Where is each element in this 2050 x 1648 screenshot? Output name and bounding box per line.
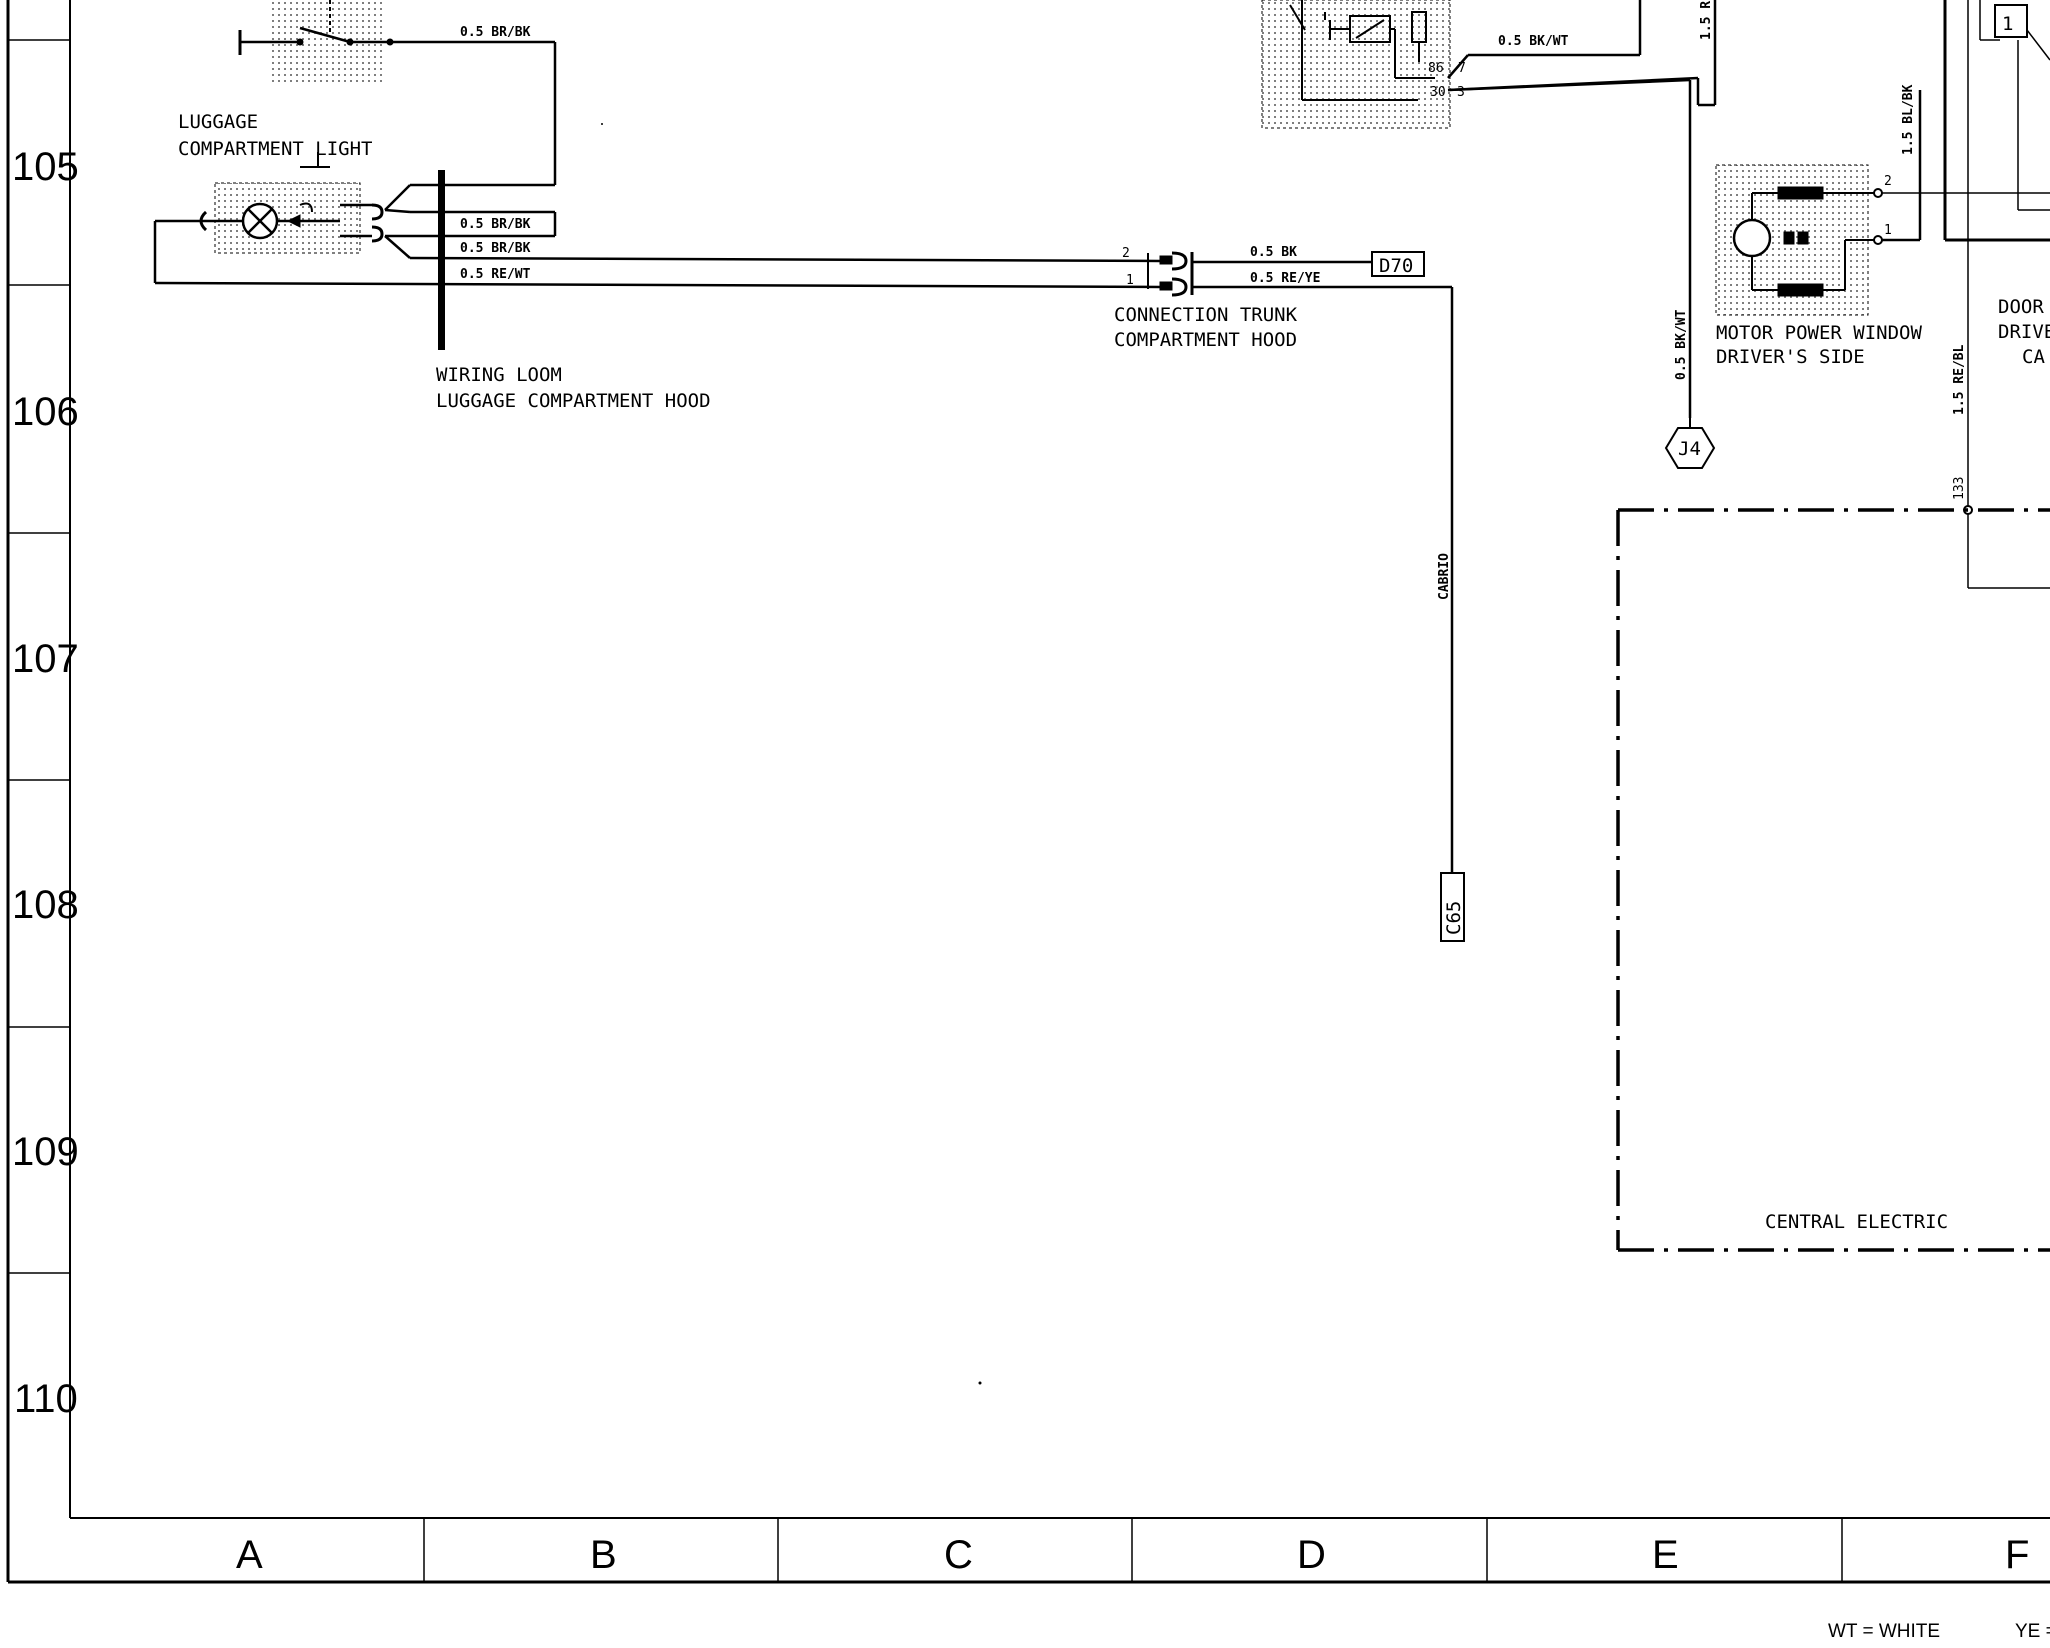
legend-entry: WT = WHITE: [1828, 1621, 1940, 1642]
pin-label: 1: [1884, 223, 1892, 238]
wire-label: 0.5 BK: [1250, 245, 1297, 260]
row-number: 106: [12, 390, 79, 434]
column-letter: E: [1652, 1533, 1679, 1577]
pin-label: 86: [1428, 61, 1444, 76]
wire-label: 1.5 RE/BL: [1952, 344, 1967, 415]
connector-label: J4: [1678, 438, 1701, 460]
legend-entry: YE =: [2015, 1621, 2050, 1642]
component-label: DRIVER'S SIDE: [1716, 346, 1865, 368]
pin-label: 7: [1458, 61, 1466, 76]
wire-label: 1.5 RE: [1699, 0, 1714, 40]
pin-label: 30: [1430, 85, 1446, 100]
relay: [1261, 0, 1717, 418]
central-electric-boundary: [1616, 508, 2050, 1252]
area-label: CENTRAL ELECTRIC: [1765, 1211, 1948, 1233]
wire-label: 1.5 BL/BK: [1901, 84, 1916, 155]
wire-label: 0.5 BK/WT: [1498, 34, 1569, 49]
component-label: DRIVE: [1998, 321, 2050, 343]
pin-label: 1: [1126, 273, 1134, 288]
trunk-connector: [1147, 251, 1465, 942]
column-letter: B: [590, 1533, 617, 1577]
j4-connector: [1664, 418, 1716, 469]
component-label: CA: [2022, 346, 2045, 368]
wire-label: 0.5 BR/BK: [460, 241, 531, 256]
component-label: WIRING LOOM: [436, 364, 562, 386]
column-letter: D: [1297, 1533, 1326, 1577]
wire-label: 0.5 BR/BK: [460, 25, 531, 40]
connector-label: C65: [1443, 901, 1465, 935]
wire-label: 0.5 BK/WT: [1674, 309, 1689, 380]
row-number: 105: [12, 145, 79, 189]
lamp-wires: [384, 184, 1161, 263]
pin-label: 133: [1952, 477, 1967, 500]
wiring-loom: [438, 170, 445, 350]
frame: [6, 0, 2050, 1584]
window-motor: [1715, 90, 2050, 316]
connector-label: D70: [1379, 255, 1413, 277]
component-label: COMPARTMENT HOOD: [1114, 329, 1297, 351]
column-letter: F: [2005, 1533, 2029, 1577]
component-label: LUGGAGE COMPARTMENT HOOD: [436, 390, 711, 412]
wire-label: 0.5 RE/WT: [460, 267, 531, 282]
pin-label: 2: [1122, 246, 1130, 261]
component-label: DOOR: [1998, 296, 2044, 318]
component-label: LUGGAGE: [178, 111, 258, 133]
row-numbers: 105 106 107 108 109 110: [12, 145, 79, 1421]
component-label: CONNECTION TRUNK: [1114, 304, 1298, 326]
luggage-light: [153, 152, 1161, 289]
pin-label: 3: [1457, 85, 1465, 100]
column-letter: C: [944, 1533, 973, 1577]
row-number: 108: [12, 883, 79, 927]
component-label: MOTOR POWER WINDOW: [1716, 322, 1922, 344]
column-letters: A B C D E F: [236, 1533, 2029, 1577]
wire-label: CABRIO: [1437, 553, 1452, 600]
wire-label: 0.5 BR/BK: [460, 217, 531, 232]
row-number: 109: [12, 1130, 79, 1174]
trunk-switch: [238, 0, 557, 187]
pin-label: 1: [2002, 13, 2013, 35]
pin-label: 2: [1884, 174, 1892, 189]
row-number: 110: [14, 1377, 78, 1421]
component-label: COMPARTMENT LIGHT: [178, 138, 372, 160]
wire-label: 0.5 RE/YE: [1250, 271, 1320, 286]
column-letter: A: [236, 1533, 263, 1577]
row-number: 107: [12, 637, 79, 681]
